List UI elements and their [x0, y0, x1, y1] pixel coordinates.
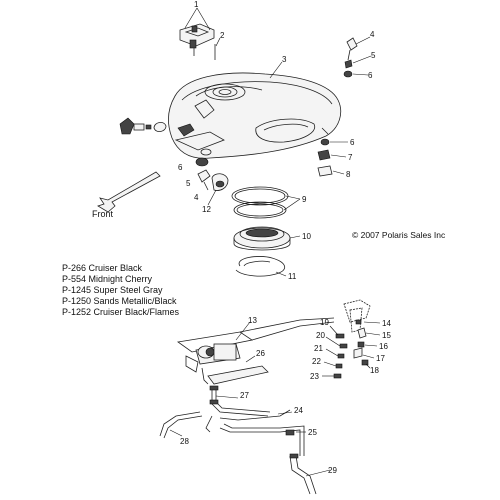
callout-28: 28: [180, 437, 189, 446]
callout-4b: 4: [194, 193, 199, 202]
callout-1: 1: [194, 0, 199, 9]
callout-6c: 6: [178, 163, 183, 172]
fuel-cap-part: [179, 23, 215, 56]
callout-10: 10: [302, 232, 311, 241]
rear-mount-part: [317, 138, 333, 177]
callout-8: 8: [346, 170, 351, 179]
front-label: Front: [92, 209, 114, 219]
callout-23: 23: [310, 372, 319, 381]
callout-24: 24: [294, 406, 303, 415]
callout-18: 18: [370, 366, 379, 375]
callout-29: 29: [328, 466, 337, 475]
fuel-pump-part: [176, 317, 335, 385]
callout-19: 19: [320, 318, 329, 327]
callout-5b: 5: [186, 179, 191, 188]
callout-12: 12: [202, 205, 211, 214]
callout-20: 20: [316, 331, 325, 340]
callout-5a: 5: [371, 51, 376, 60]
callout-14: 14: [382, 319, 391, 328]
callout-6a: 6: [368, 71, 373, 80]
petcock-part: [119, 117, 195, 137]
callout-22: 22: [312, 357, 321, 366]
callout-26: 26: [256, 349, 265, 358]
lock-ring-part: [235, 256, 285, 277]
color-code-5: P-1252 Cruiser Black/Flames: [62, 307, 180, 317]
callout-17: 17: [376, 354, 385, 363]
callout-3: 3: [282, 55, 287, 64]
pump-flange-part: [233, 226, 291, 251]
callout-2: 2: [220, 31, 225, 40]
gasket-rings-part: [231, 186, 289, 219]
color-code-4: P-1250 Sands Metallic/Black: [62, 296, 177, 306]
color-code-2: P-554 Midnight Cherry: [62, 274, 153, 284]
color-code-1: P-266 Cruiser Black: [62, 263, 143, 273]
fuel-lines-part: [159, 385, 317, 495]
callout-11: 11: [288, 272, 297, 281]
callout-6b: 6: [350, 138, 355, 147]
callout-15: 15: [382, 331, 391, 340]
vent-hardware-part: [343, 37, 358, 78]
callout-13: 13: [248, 316, 257, 325]
front-mount-part: [195, 148, 229, 191]
callout-4a: 4: [370, 30, 375, 39]
copyright-text: © 2007 Polaris Sales Inc: [352, 230, 446, 240]
callout-27: 27: [240, 391, 249, 400]
callout-9: 9: [302, 195, 307, 204]
sender-unit-part: [333, 299, 371, 379]
fuel-tank-part: [168, 72, 342, 159]
callout-21: 21: [314, 344, 323, 353]
callout-16: 16: [379, 342, 388, 351]
callout-7: 7: [348, 153, 353, 162]
callout-25: 25: [308, 428, 317, 437]
front-arrow: [97, 171, 161, 213]
color-code-3: P-1245 Super Steel Gray: [62, 285, 163, 295]
